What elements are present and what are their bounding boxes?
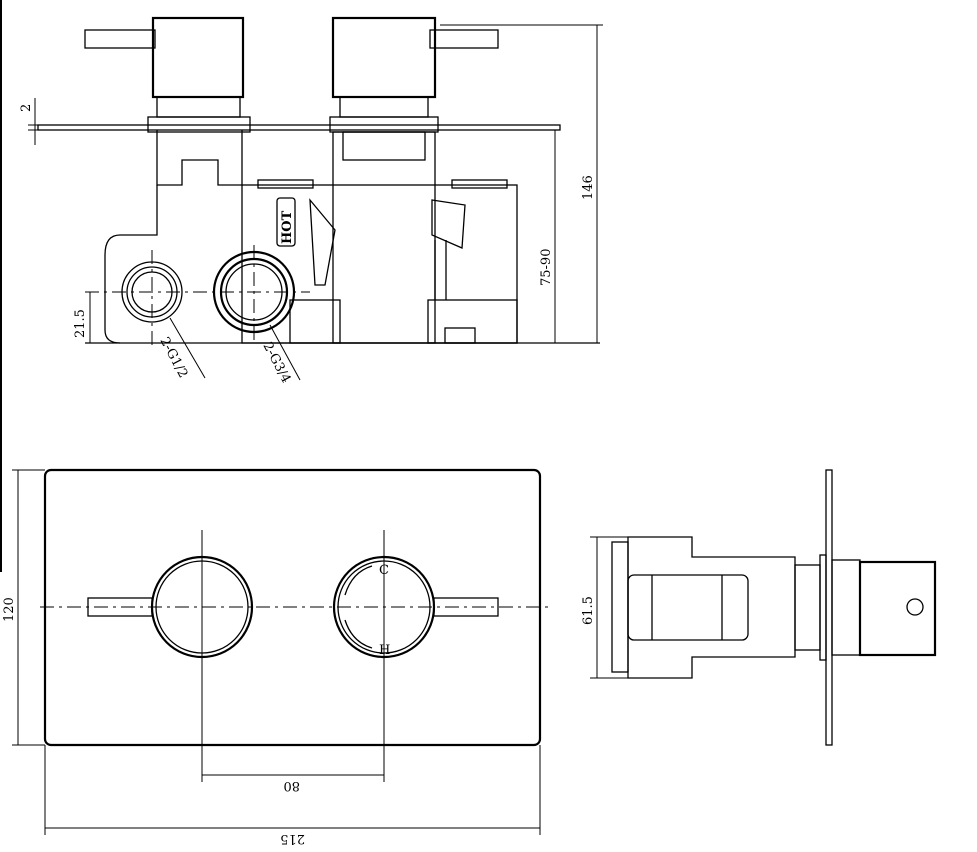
front-view: C H 120 80 215 (2, 468, 550, 846)
left-lever (84, 29, 156, 49)
cold-mark: C (379, 563, 389, 578)
side-knob (858, 560, 937, 657)
dim-120: 120 (2, 597, 17, 622)
left-handle-lever (87, 597, 153, 617)
dim-2: 2 (19, 104, 34, 112)
inlet-left-label: 2-G1/2 (156, 335, 190, 381)
right-knob (331, 16, 437, 99)
inlet-right-label: 2-G3/4 (259, 340, 293, 386)
hot-mark: H (379, 643, 390, 658)
right-lever (429, 29, 499, 49)
dim-75-90: 75-90 (539, 249, 554, 286)
dim-80: 80 (283, 778, 300, 793)
hot-label: HOT (280, 210, 295, 244)
dim-61-5: 61.5 (581, 596, 596, 625)
cold-arrow (344, 565, 373, 596)
side-plate (825, 469, 833, 746)
side-body (627, 536, 796, 679)
dim-146: 146 (581, 175, 596, 200)
top-view: HOT 2-G1/2 2-G3/4 2 146 75-90 21.5 (19, 16, 603, 386)
wall-plate (37, 124, 561, 131)
dim-21-5: 21.5 (73, 309, 88, 338)
left-knob (151, 16, 245, 99)
side-view: 61.5 (581, 469, 937, 746)
hot-arrow (344, 619, 373, 649)
hot-badge (276, 197, 296, 247)
dim-215: 215 (280, 831, 305, 846)
right-handle-lever (433, 597, 499, 617)
